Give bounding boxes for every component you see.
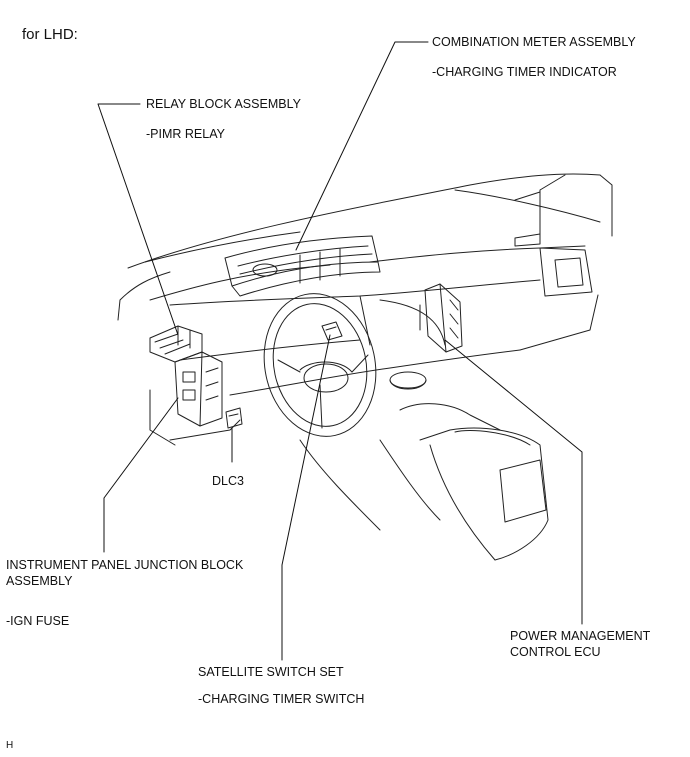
dlc3-label: DLC3 bbox=[212, 474, 244, 488]
diagram-heading: for LHD: bbox=[22, 26, 78, 43]
leader-lines bbox=[97, 41, 583, 661]
combination-meter-part bbox=[224, 235, 381, 297]
relay-block-part bbox=[149, 325, 203, 363]
combination-meter-sub: -CHARGING TIMER INDICATOR bbox=[432, 65, 617, 79]
junction-block-label-line2: ASSEMBLY bbox=[6, 574, 73, 588]
steering-wheel bbox=[263, 293, 377, 437]
center-console bbox=[299, 371, 549, 561]
dashboard-body bbox=[149, 233, 599, 446]
power-ecu-part bbox=[424, 283, 463, 353]
leader-relay-block bbox=[97, 103, 179, 336]
windshield-outline bbox=[117, 173, 613, 321]
power-ecu-label-line1: POWER MANAGEMENT bbox=[510, 629, 651, 643]
dlc3-part bbox=[225, 407, 243, 429]
junction-block-part bbox=[174, 351, 223, 427]
combination-meter-label: COMBINATION METER ASSEMBLY bbox=[432, 35, 636, 49]
junction-block-label-line1: INSTRUMENT PANEL JUNCTION BLOCK bbox=[6, 558, 244, 572]
power-ecu-label-line2: CONTROL ECU bbox=[510, 645, 601, 659]
satellite-switch-sub: -CHARGING TIMER SWITCH bbox=[198, 692, 365, 706]
corner-mark: H bbox=[6, 740, 14, 751]
satellite-switch-label: SATELLITE SWITCH SET bbox=[198, 665, 344, 679]
satellite-switch-part bbox=[321, 321, 343, 341]
relay-block-label: RELAY BLOCK ASSEMBLY bbox=[146, 97, 301, 111]
leader-satellite-switch bbox=[281, 334, 331, 661]
junction-block-sub: -IGN FUSE bbox=[6, 614, 70, 628]
relay-block-sub: -PIMR RELAY bbox=[146, 127, 225, 141]
leader-junction-block bbox=[103, 397, 179, 553]
leader-power-ecu bbox=[444, 339, 583, 625]
leader-combination-meter bbox=[295, 41, 429, 251]
